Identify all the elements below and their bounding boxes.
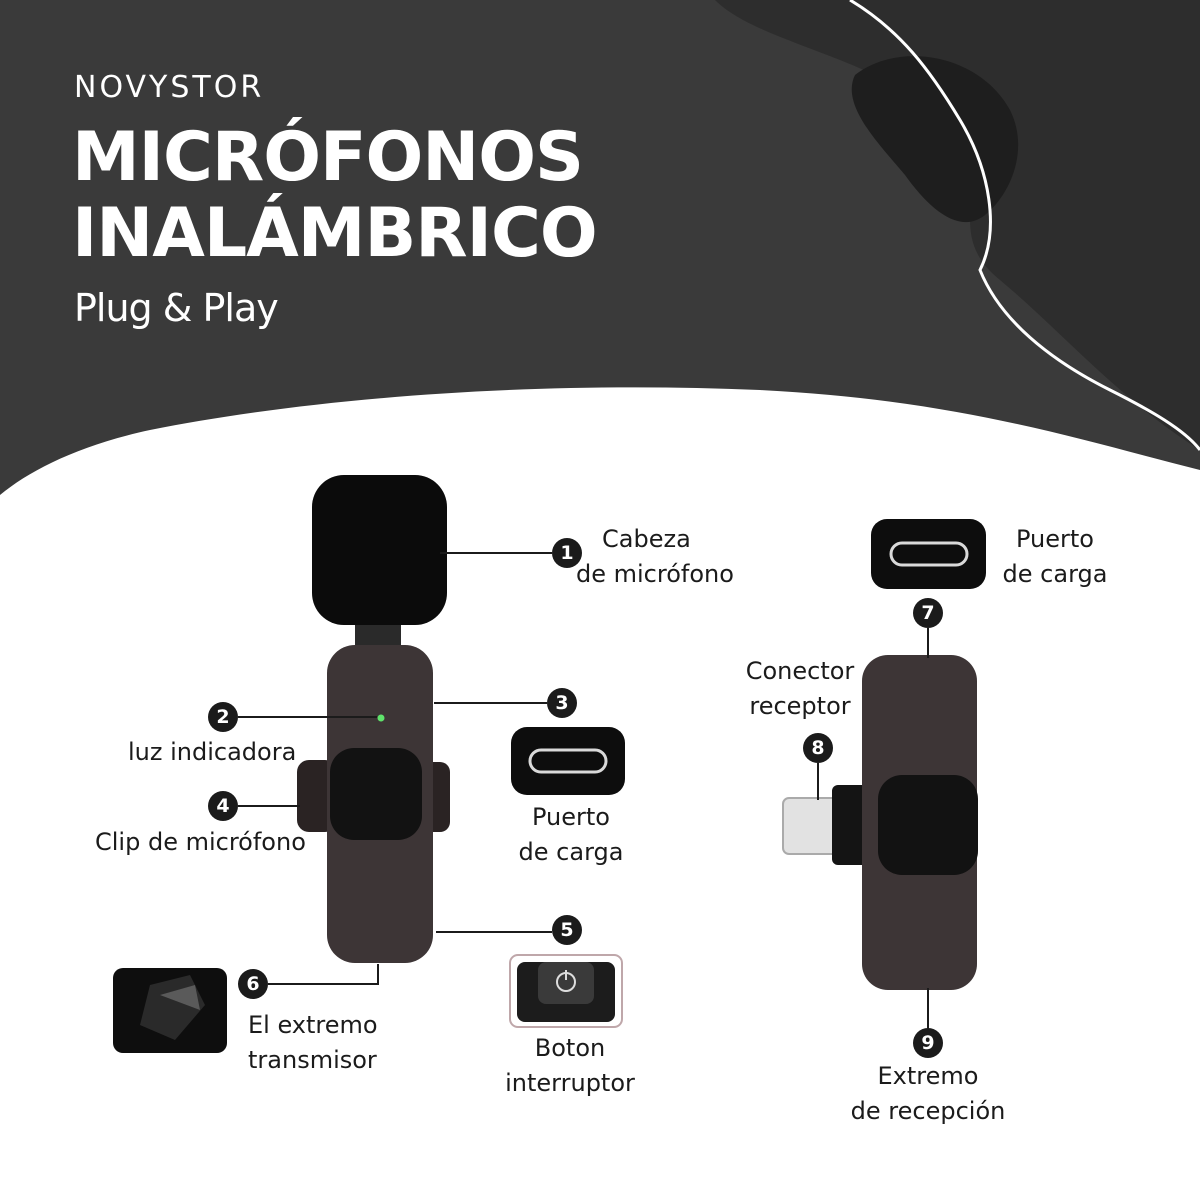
receiver-body xyxy=(782,655,978,990)
callout-number-7: 7 xyxy=(913,598,943,628)
power-button-inset xyxy=(509,954,623,1028)
callout-number-1: 1 xyxy=(552,538,582,568)
indicator-led xyxy=(377,714,385,722)
charging-port-inset xyxy=(511,727,625,795)
subtitle: Plug & Play xyxy=(74,286,279,330)
microphone-head xyxy=(312,475,447,652)
receiver-port-inset xyxy=(871,519,986,589)
transmitter-body xyxy=(297,645,450,963)
callout-label-4: Clip de micrófono xyxy=(95,828,306,856)
callout-number-9: 9 xyxy=(913,1028,943,1058)
callout-number-8: 8 xyxy=(803,733,833,763)
usb-c-port-icon xyxy=(889,541,969,567)
leader-lines xyxy=(238,552,929,1030)
transmitter-end-inset xyxy=(113,968,227,1053)
page-title-line-2: INALÁMBRICO xyxy=(72,194,598,273)
brand-logo: NOVYSTOR xyxy=(74,70,265,105)
callout-label-6: El extremo transmisor xyxy=(248,1011,378,1074)
callout-label-9: Extremo de recepción xyxy=(850,1062,1006,1125)
callout-number-4: 4 xyxy=(208,791,238,821)
callout-number-3: 3 xyxy=(547,688,577,718)
callout-number-6: 6 xyxy=(238,969,268,999)
callout-number-5: 5 xyxy=(552,915,582,945)
usb-c-port-icon xyxy=(528,748,608,774)
page-title-line-1: MICRÓFONOS xyxy=(72,118,584,197)
callout-number-2: 2 xyxy=(208,702,238,732)
callout-label-7: Puerto de carga xyxy=(1002,525,1108,588)
callout-label-2: luz indicadora xyxy=(128,738,297,766)
callout-label-5: Boton interruptor xyxy=(505,1034,635,1097)
callout-label-1: Cabeza de micrófono xyxy=(576,525,734,588)
callout-label-8: Conector receptor xyxy=(745,657,855,720)
callout-label-3: Puerto de carga xyxy=(518,803,624,866)
power-icon xyxy=(556,970,576,992)
